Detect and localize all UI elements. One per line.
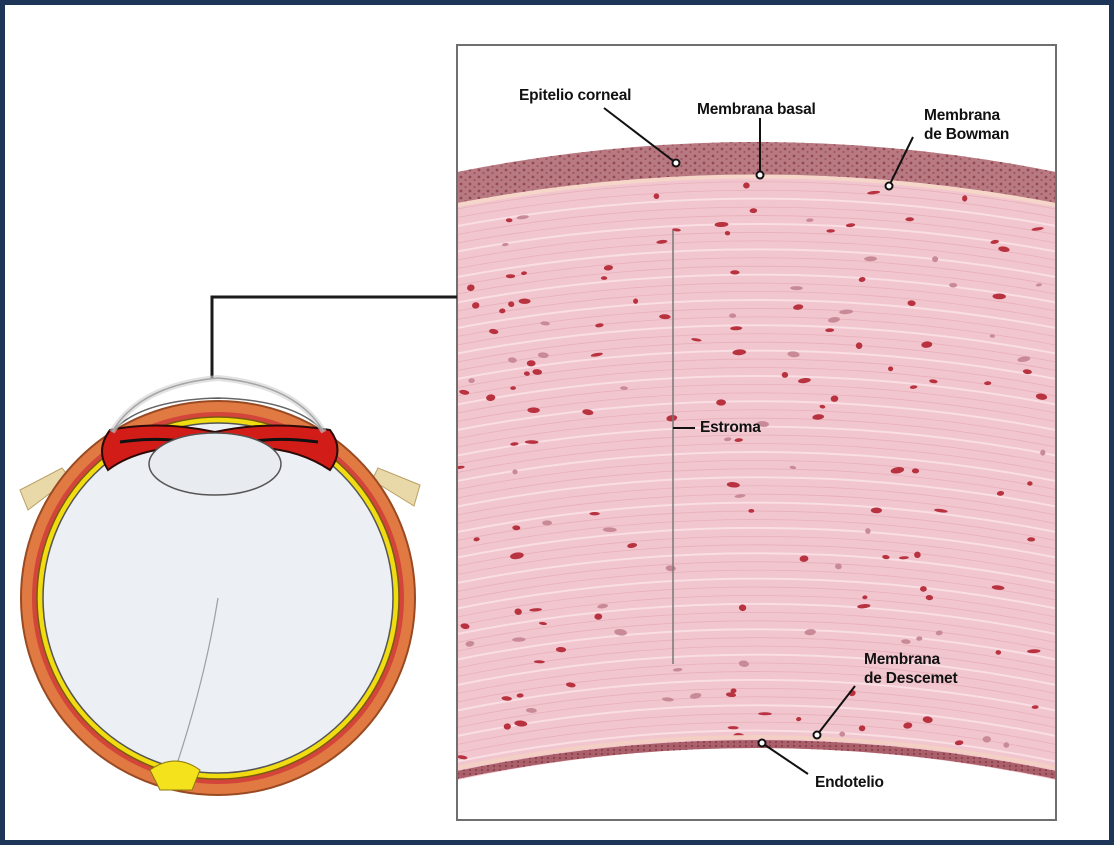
label-epitelio-corneal: Epitelio corneal	[519, 86, 631, 105]
label-endotelio: Endotelio	[815, 773, 884, 792]
keratocyte-cell	[527, 360, 536, 366]
lens	[149, 433, 281, 495]
eye-cross-section	[20, 378, 420, 795]
label-membrana-descemet: Membrana de Descemet	[864, 650, 957, 688]
keratocyte-cell	[601, 276, 607, 280]
label-membrana-basal: Membrana basal	[697, 100, 816, 119]
keratocyte-cell	[748, 509, 754, 513]
keratocyte-cell	[506, 274, 515, 278]
label-membrana-bowman: Membrana de Bowman	[924, 106, 1009, 144]
label-estroma: Estroma	[700, 418, 761, 437]
keratocyte-cell	[871, 507, 882, 513]
stroma-layer	[457, 165, 1056, 780]
